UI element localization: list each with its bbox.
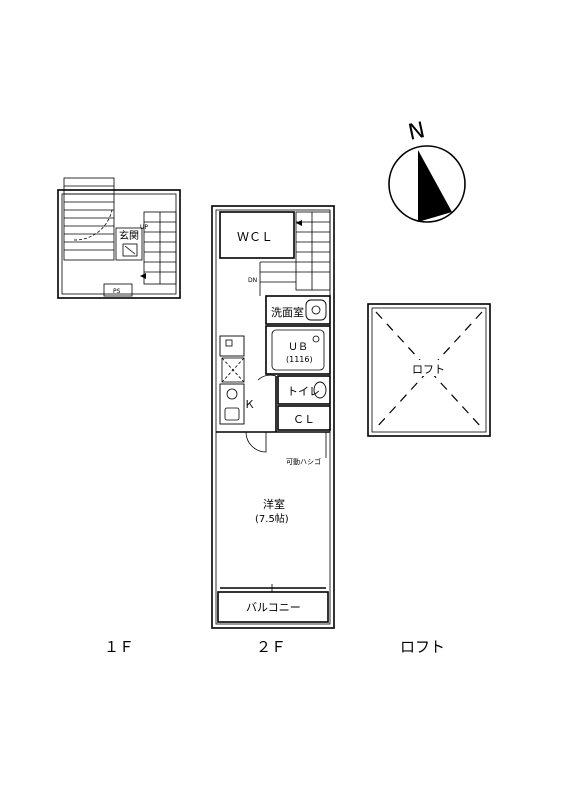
loft-plan: ロフト — [367, 303, 491, 437]
f1-up-label: UP — [140, 224, 148, 231]
microwave-icon — [221, 357, 245, 383]
sink-icon — [224, 407, 240, 421]
compass-north-label: N — [406, 118, 427, 146]
toilet-bowl-icon — [313, 381, 327, 399]
f2-washroom — [265, 295, 331, 325]
f2-unit-bath — [265, 325, 331, 375]
f2-stairs — [295, 211, 331, 291]
f2-balcony-label: バルコニー — [246, 601, 301, 614]
f2-wcl-label: ＷＣＬ — [237, 230, 273, 244]
f1-left-stair — [63, 177, 115, 261]
loft-room-label: ロフト — [412, 363, 445, 376]
f2-western-room: 洋室 (7.5帖) — [255, 497, 289, 525]
f1-ps-label: PS — [113, 288, 121, 295]
first-floor-plan: 玄関 UP PS — [57, 177, 181, 299]
f2-balcony — [217, 591, 329, 623]
stove-sink-counter — [219, 383, 245, 425]
f2-bath-size: (1116) — [286, 355, 313, 364]
f2-closet-label: ＣＬ — [293, 413, 315, 426]
f2-toilet — [277, 375, 331, 405]
f1-entrance-label: 玄関 — [119, 229, 139, 242]
f1-ps-box — [103, 283, 133, 297]
compass-circle — [388, 145, 466, 223]
f2-wcl-room — [219, 211, 295, 259]
floor-label-loft: ロフト — [400, 638, 445, 656]
loft-diagonal — [375, 311, 483, 429]
compass-needle-icon — [418, 150, 452, 222]
loft-outer-wall — [367, 303, 491, 437]
up-arrow-icon — [140, 273, 146, 279]
second-floor-plan: ＷＣＬ DN 洗面室 ＵＢ (1116) — [211, 205, 335, 629]
f1-stair-treads — [64, 185, 114, 251]
bathtub-icon — [271, 329, 325, 371]
f2-western-room-label: 洋室 — [263, 497, 285, 511]
room-door-swing-icon — [245, 431, 267, 453]
f2-washroom-label: 洗面室 — [271, 305, 304, 319]
door-swing-icon — [257, 374, 277, 381]
f2-kitchen: Ｋ — [219, 335, 255, 425]
f2-western-room-size: (7.5帖) — [255, 512, 289, 525]
f2-bath-label: ＵＢ — [288, 342, 308, 353]
burner-icon — [226, 388, 238, 400]
f2-closet — [277, 405, 331, 431]
f2-outer-wall — [211, 205, 335, 629]
f2-toilet-label: トイレ — [287, 385, 320, 398]
compass: N — [388, 118, 466, 223]
washbasin-icon — [305, 299, 327, 321]
f1-entrance — [115, 227, 143, 261]
floor-label-1f: １Ｆ — [104, 638, 134, 656]
f1-outer-wall — [57, 189, 181, 299]
down-arrow-icon — [296, 220, 302, 226]
f2-kitchen-label: Ｋ — [244, 398, 255, 411]
floor-label-2f: ２Ｆ — [256, 638, 286, 656]
f2-dn-label: DN — [248, 277, 257, 284]
f2-ladder-label: 可動ハシゴ — [286, 457, 321, 466]
loft-diagonal — [375, 311, 483, 429]
